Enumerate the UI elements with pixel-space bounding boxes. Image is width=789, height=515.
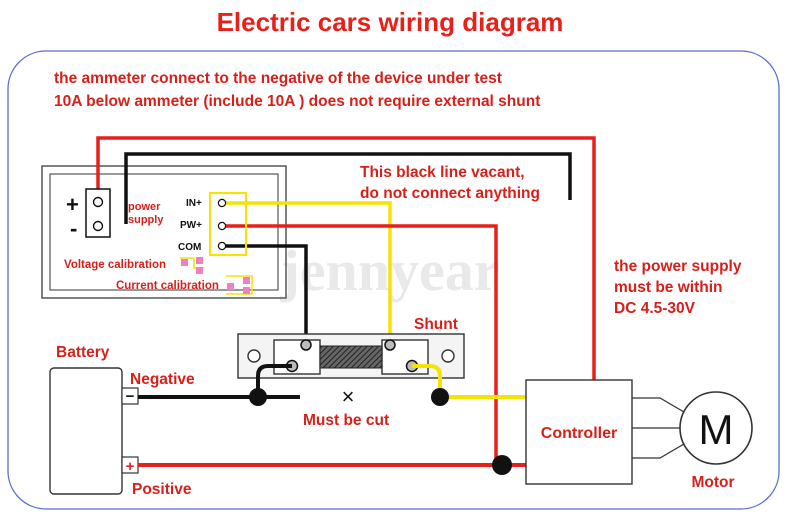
yellow-wire-in-plus — [222, 201, 392, 336]
battery-positive-sign: + — [126, 458, 135, 475]
com-label: COM — [178, 242, 201, 253]
minus-sign: - — [70, 216, 77, 241]
plus-sign: + — [66, 192, 79, 217]
power-terminal-block — [85, 188, 111, 238]
shunt-junction-dot — [431, 388, 449, 406]
controller-label: Controller — [541, 425, 617, 442]
negative-junction-dot — [249, 388, 267, 406]
black-wire-shunt-link — [256, 364, 292, 397]
cut-mark: × — [342, 384, 355, 409]
ammeter-note-line1: the ammeter connect to the negative of t… — [54, 70, 502, 87]
black-line-note-2: do not connect anything — [360, 185, 540, 202]
yellow-wire-shunt-controller — [412, 364, 526, 399]
black-wire-vacant — [124, 152, 572, 224]
power-supply-label-1: power — [128, 201, 161, 213]
red-wire-power-supply — [96, 136, 596, 380]
positive-label: Positive — [132, 481, 192, 498]
positive-junction-dot — [492, 455, 512, 475]
controller — [525, 379, 633, 485]
current-calibration-label: Current calibration — [116, 280, 219, 292]
black-wire-com — [222, 244, 308, 336]
power-supply-label-2: supply — [128, 214, 164, 226]
signal-terminal-block — [209, 192, 247, 256]
battery-negative-sign: − — [126, 388, 135, 405]
voltage-calibration-pads — [180, 257, 204, 274]
ammeter-note-line2: 10A below ammeter (include 10A ) does no… — [54, 93, 540, 110]
motor-leads — [632, 397, 685, 459]
diagram-frame — [7, 50, 780, 510]
motor-label: Motor — [691, 474, 734, 491]
motor — [679, 391, 753, 465]
meter-module — [41, 165, 287, 299]
black-line-note-1: This black line vacant, — [360, 164, 525, 181]
page-title: Electric cars wiring diagram — [217, 7, 564, 37]
in-plus-label: IN+ — [186, 198, 202, 209]
voltage-calibration-label: Voltage calibration — [64, 259, 166, 271]
motor-letter: M — [699, 406, 734, 453]
battery-label: Battery — [56, 344, 110, 361]
red-wire-pw-plus — [222, 224, 498, 466]
power-note-3: DC 4.5-30V — [614, 300, 696, 317]
negative-label: Negative — [130, 371, 195, 388]
pw-plus-label: PW+ — [180, 220, 202, 231]
battery — [49, 367, 123, 495]
shunt — [237, 333, 465, 379]
current-calibration-pads — [226, 275, 253, 295]
power-note-1: the power supply — [614, 258, 742, 275]
must-be-cut-label: Must be cut — [303, 412, 389, 429]
power-note-2: must be within — [614, 279, 723, 296]
shunt-label: Shunt — [414, 316, 458, 333]
